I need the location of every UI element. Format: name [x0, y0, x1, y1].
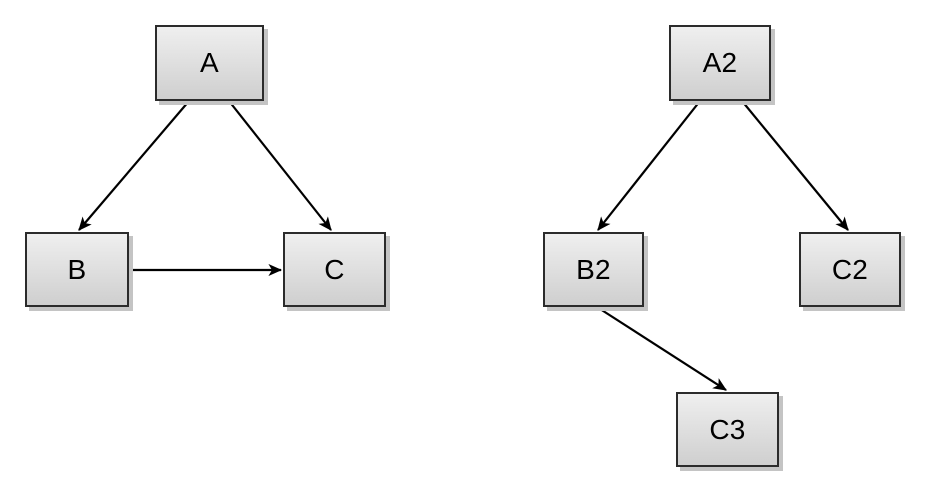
edge-a-c — [228, 100, 332, 231]
node-label-b: B — [67, 253, 87, 285]
edge-a2-c2 — [741, 100, 849, 231]
node-label-c: C — [324, 253, 345, 285]
node-a[interactable]: A — [155, 25, 264, 101]
node-c2[interactable]: C2 — [799, 232, 901, 307]
node-c3[interactable]: C3 — [676, 392, 779, 467]
node-c[interactable]: C — [283, 232, 386, 307]
node-b2[interactable]: B2 — [543, 232, 644, 307]
node-b[interactable]: B — [25, 232, 129, 307]
node-label-c3: C3 — [709, 413, 746, 445]
edge-a2-b2 — [597, 100, 701, 231]
node-label-c2: C2 — [831, 253, 869, 285]
node-a2[interactable]: A2 — [669, 25, 771, 101]
edge-b2-c3 — [596, 306, 727, 391]
node-label-b2: B2 — [576, 253, 611, 285]
node-label-a2: A2 — [702, 47, 738, 78]
node-label-a: A — [200, 47, 219, 78]
edge-a-b — [78, 100, 190, 231]
edges-group — [78, 100, 849, 391]
